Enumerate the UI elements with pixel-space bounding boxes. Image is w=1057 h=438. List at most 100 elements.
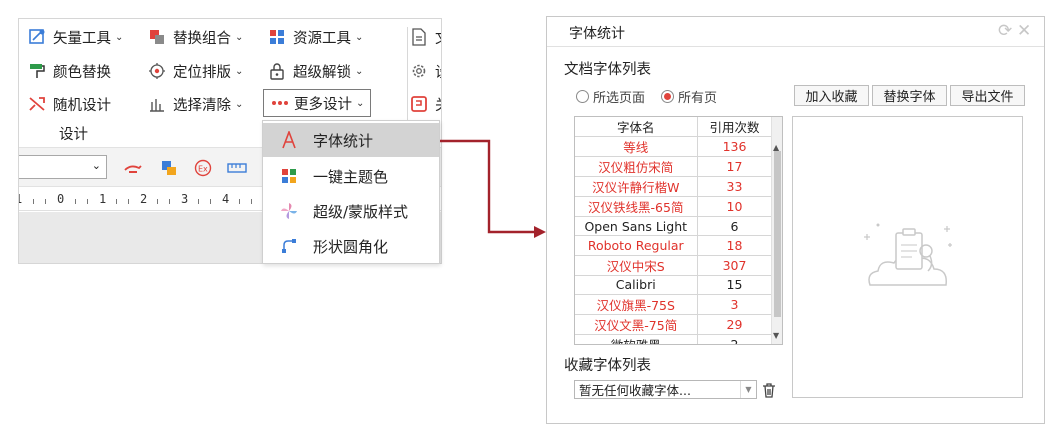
chevron-down-icon: ⌄ [115, 31, 124, 43]
ruler-icon[interactable] [227, 158, 247, 178]
fav-fonts-label: 收藏字体列表 [564, 358, 651, 374]
ribbon-separator [407, 27, 408, 131]
refresh-icon[interactable]: ⟳ [998, 21, 1013, 41]
font-count-cell: 3 [697, 294, 773, 316]
chevron-down-icon: ▼ [740, 381, 756, 398]
gear-icon [409, 61, 429, 81]
fav-fonts-select[interactable]: 暂无任何收藏字体... ▼ [574, 380, 757, 399]
radio-circle [576, 90, 589, 103]
resource-tools-button[interactable]: 资源工具 ⌄ [267, 25, 363, 49]
font-count-cell: 33 [697, 176, 773, 197]
scroll-up-icon[interactable]: ▲ [773, 143, 780, 152]
font-name-cell: 汉仪中宋S [575, 255, 698, 276]
vector-tool-icon [27, 27, 47, 47]
more-design-menu: 字体统计 一键主题色 超级/蒙版样式 形状圆角化 [262, 120, 440, 264]
font-size-select[interactable]: ⌄ [19, 155, 107, 179]
close-icon[interactable]: ✕ [1017, 21, 1032, 41]
scroll-thumb[interactable] [774, 151, 781, 317]
table-scrollbar[interactable]: ▲ ▼ [771, 117, 782, 344]
font-name-cell: 汉仪旗黑-75S [575, 294, 698, 316]
replace-group-icon [147, 27, 167, 47]
ruler-number: 1 [99, 192, 107, 206]
select-clear-icon [147, 94, 167, 114]
color-grid-icon [279, 166, 299, 186]
add-favorite-button[interactable]: 加入收藏 [794, 85, 869, 106]
font-name-cell: 汉仪铁线黑-65简 [575, 196, 698, 217]
font-count-cell: 2 [697, 334, 773, 344]
font-count-cell: 17 [697, 156, 773, 177]
menu-item-label: 字体统计 [313, 131, 374, 150]
chevron-down-icon: ⌄ [91, 159, 101, 172]
chevron-down-icon: ⌄ [355, 31, 364, 43]
lock-icon [267, 61, 287, 81]
font-name-cell: 等线 [575, 136, 698, 157]
shuffle-icon [27, 94, 47, 114]
radio-label: 所选页面 [593, 91, 646, 106]
scroll-down-icon[interactable]: ▼ [773, 331, 780, 340]
replace-group-label: 替换组合 [173, 30, 231, 47]
ruler-number: 0 [57, 192, 65, 206]
select-clear-button[interactable]: 选择清除 ⌄ [147, 92, 243, 116]
settings-button[interactable]: 设 [409, 59, 441, 83]
replace-group-button[interactable]: 替换组合 ⌄ [147, 25, 243, 49]
document-button[interactable]: 文 [409, 25, 441, 49]
settings-label: 设 [435, 61, 441, 82]
vector-tools-label: 矢量工具 [53, 30, 111, 47]
pinwheel-icon [279, 201, 299, 221]
random-design-button[interactable]: 随机设计 [27, 92, 111, 116]
grid-icon [267, 27, 287, 47]
menu-item-mask-style[interactable]: 超级/蒙版样式 [263, 194, 439, 228]
font-name-cell: 汉仪粗仿宋简 [575, 156, 698, 177]
chevron-down-icon: ⌄ [355, 65, 364, 77]
menu-item-round-corner[interactable]: 形状圆角化 [263, 229, 439, 263]
font-count-cell: 6 [697, 216, 773, 237]
document-icon [409, 27, 429, 47]
layers-icon[interactable] [159, 158, 179, 178]
more-design-button[interactable]: 更多设计 ⌄ [263, 89, 372, 117]
radio-all-pages[interactable]: 所有页 [661, 87, 717, 106]
menu-item-font-stats[interactable]: 字体统计 [263, 123, 439, 157]
menu-item-theme-color[interactable]: 一键主题色 [263, 159, 439, 193]
position-layout-button[interactable]: 定位排版 ⌄ [147, 59, 243, 83]
about-button[interactable]: 关 [409, 92, 441, 116]
letter-a-icon [279, 130, 299, 150]
excel-icon[interactable]: Ex [193, 158, 213, 178]
dialog-title: 字体统计 [569, 26, 625, 42]
font-stats-dialog: 字体统计 ⟳ ✕ 文档字体列表 所选页面 所有页 加入收藏 替换字体 导出文件 … [546, 16, 1045, 424]
lamp-icon[interactable] [123, 158, 143, 178]
font-count-cell: 136 [697, 136, 773, 157]
svg-text:Ex: Ex [198, 165, 208, 174]
chevron-down-icon: ⌄ [235, 98, 244, 110]
super-unlock-button[interactable]: 超级解锁 ⌄ [267, 59, 363, 83]
font-count-cell: 307 [697, 255, 773, 276]
replace-font-button[interactable]: 替换字体 [872, 85, 947, 106]
about-icon [409, 94, 429, 114]
radio-selected-pages[interactable]: 所选页面 [576, 87, 645, 106]
color-replace-button[interactable]: 颜色替换 [27, 59, 111, 83]
font-name-cell: 汉仪许静行楷W [575, 176, 698, 197]
target-icon [147, 61, 167, 81]
font-count-cell: 15 [697, 275, 773, 296]
vector-tools-button[interactable]: 矢量工具 ⌄ [27, 25, 123, 49]
radio-circle-selected [661, 90, 674, 103]
menu-item-label: 形状圆角化 [313, 237, 389, 256]
more-design-label: 更多设计 [294, 96, 352, 113]
column-header-count: 引用次数 [697, 117, 773, 137]
trash-icon[interactable] [761, 382, 777, 398]
about-label: 关 [435, 94, 441, 115]
chevron-down-icon: ⌄ [235, 31, 244, 43]
font-count-cell: 18 [697, 235, 773, 256]
table-row[interactable]: 微软雅黑2 [575, 334, 773, 344]
export-file-button[interactable]: 导出文件 [950, 85, 1025, 106]
